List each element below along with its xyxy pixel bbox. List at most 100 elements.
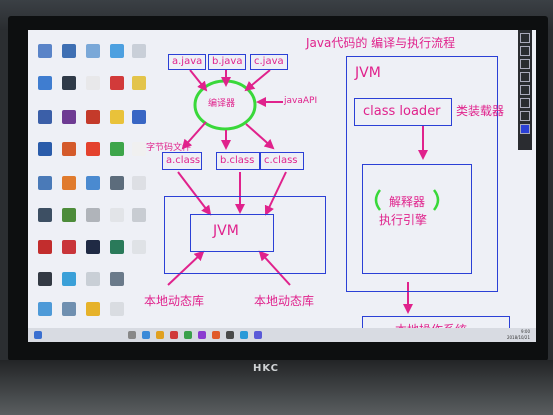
highlighter-tool-icon[interactable] [520,59,530,69]
jvm-right-box: JVM [346,56,498,292]
taskbar-app-icon[interactable] [184,331,192,339]
taskbar-date: 2018/10/21 [506,335,530,340]
desktop-icon[interactable] [128,76,150,98]
shape-tool-icon[interactable] [520,85,530,95]
desktop-icon[interactable] [58,272,80,294]
desk-surface [0,360,553,415]
desktop-icon[interactable] [82,176,104,198]
bytecode-label: 字节码文件 [146,143,192,153]
diagram-title: Java代码的 编译与执行流程 [306,36,456,50]
jvm-right-label: JVM [355,65,381,81]
desktop-icon[interactable] [58,302,80,324]
taskbar-app-icon[interactable] [128,331,136,339]
screen: Java代码的 编译与执行流程 a.java b.java c.java 编译器… [28,30,536,342]
monitor-brand-logo: HKC [253,363,280,374]
desktop-icon[interactable] [58,176,80,198]
desktop-icon[interactable] [82,76,104,98]
interpreter-label: 解释器 [389,195,426,209]
desktop-icon[interactable] [82,110,104,132]
taskbar-app-icon[interactable] [212,331,220,339]
desktop-icon[interactable] [58,44,80,66]
taskbar-app-icon[interactable] [170,331,178,339]
desktop-icon[interactable] [58,110,80,132]
arrow-a-class-jvm [177,171,212,216]
desktop-icon[interactable] [34,44,56,66]
desktop-icon[interactable] [82,44,104,66]
class-loader-cn-label: 类装载器 [456,104,505,118]
pen-toolbar [518,30,532,150]
class-file-c: c.class [260,152,304,170]
desktop-icon[interactable] [34,208,56,230]
class-loader-label: class loader [363,104,441,119]
arrow-c-class-jvm [264,171,287,216]
desktop-icon[interactable] [34,176,56,198]
taskbar-time: 9:00 [521,329,530,334]
arrow-to-c-class [245,123,275,150]
compiler-label: 编译器 [208,99,236,109]
desktop-icon[interactable] [82,240,104,262]
desktop-icon[interactable] [58,240,80,262]
text-tool-icon[interactable] [520,98,530,108]
taskbar-clock[interactable]: 9:00 2018/10/21 [507,329,530,341]
desktop-icon[interactable] [106,176,128,198]
jvm-outer-box [164,196,326,274]
desktop-icon[interactable] [34,142,56,164]
taskbar-app-icon[interactable] [142,331,150,339]
desktop-icon[interactable] [34,302,56,324]
desktop-icon[interactable] [128,240,150,262]
desktop-icon[interactable] [34,110,56,132]
desktop-icon[interactable] [106,76,128,98]
desktop-icon[interactable] [34,76,56,98]
interpreter-bracket-right [432,189,440,211]
taskbar-app-icon[interactable] [240,331,248,339]
desktop-icon[interactable] [82,272,104,294]
arrow-a-java [189,69,208,92]
execution-engine-label: 执行引擎 [379,213,428,227]
select-tool-icon[interactable] [520,46,530,56]
desktop-icon[interactable] [106,240,128,262]
start-button-icon[interactable] [34,331,42,339]
desktop-icon[interactable] [106,302,128,324]
arrow-c-java [244,69,271,92]
desktop-icon[interactable] [34,272,56,294]
desktop-icon[interactable] [58,208,80,230]
desktop-icon[interactable] [128,208,150,230]
desktop-icon[interactable] [58,142,80,164]
class-file-a: a.class [162,152,202,170]
desktop-icon[interactable] [106,208,128,230]
native-lib-left: 本地动态库 [144,294,205,308]
desktop-icon[interactable] [106,142,128,164]
desktop-icon[interactable] [82,302,104,324]
native-lib-right: 本地动态库 [254,294,315,308]
diagram-canvas [167,69,440,314]
desktop-icon[interactable] [128,142,150,164]
color-swatch-icon[interactable] [520,124,530,134]
desktop-icon[interactable] [58,76,80,98]
desktop-icon[interactable] [128,176,150,198]
desktop-icon[interactable] [106,110,128,132]
execution-engine-box: 解释器 执行引擎 [362,164,472,274]
taskbar-app-icon[interactable] [198,331,206,339]
taskbar-app-icon[interactable] [226,331,234,339]
class-loader-box: class loader [354,98,452,126]
pen-tool-icon[interactable] [520,33,530,43]
desktop-icon[interactable] [106,272,128,294]
desktop-icon[interactable] [34,240,56,262]
taskbar-app-icon[interactable] [156,331,164,339]
desktop-icon[interactable] [82,142,104,164]
eraser-tool-icon[interactable] [520,72,530,82]
taskbar-app-icon[interactable] [254,331,262,339]
arrow-to-a-class [181,121,207,150]
desktop-icon[interactable] [128,44,150,66]
taskbar: 9:00 2018/10/21 [28,328,536,342]
desktop-icon[interactable] [82,208,104,230]
arrow-native-right [258,250,291,286]
arrow-native-left [167,250,205,286]
desktop-icon[interactable] [106,44,128,66]
source-file-c: c.java [250,54,288,70]
class-file-b: b.class [216,152,260,170]
java-api-label: javaAPI [284,96,318,106]
undo-tool-icon[interactable] [520,111,530,121]
desktop-icon[interactable] [128,110,150,132]
interpreter-bracket-left [374,189,382,211]
